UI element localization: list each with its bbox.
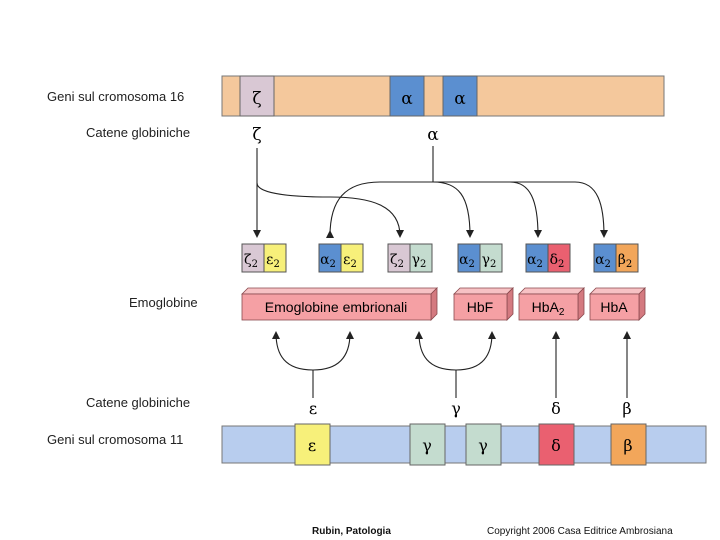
svg-text:ε2: ε2 — [266, 252, 280, 270]
chr16-gene-zeta-symbol: ζ — [252, 89, 261, 109]
chr11-gene-epsilon: ε — [294, 423, 331, 466]
hemoglobin-hbf-label: HbF — [467, 299, 493, 315]
arrow-zeta-to-zeta-gamma — [329, 196, 404, 238]
label-globin-chains-bottom: Catene globiniche — [86, 395, 191, 410]
globin-dimers: ζ2 ε2 α2 ε2 ζ2 γ2 α2 γ2 α2 δ2 — [241, 243, 639, 273]
arrow-alpha-to-alpha-beta — [329, 181, 608, 238]
svg-text:α2: α2 — [459, 252, 475, 270]
hemoglobin-hba-label: HbA — [600, 299, 628, 315]
arrow-gamma-right — [455, 331, 496, 371]
svg-text:γ2: γ2 — [482, 252, 497, 270]
top-chain-zeta: ζ — [252, 125, 261, 145]
arrow-alpha-to-alpha-delta — [470, 181, 542, 238]
chr11-gene-gamma-a: γ — [465, 423, 502, 466]
dimer-zeta2-epsilon2: ζ2 ε2 — [241, 243, 287, 273]
hemoglobin-hba: HbA — [589, 287, 646, 321]
svg-text:ζ2: ζ2 — [244, 252, 258, 270]
chr11-gene-beta-symbol: β — [623, 436, 632, 455]
chr16-gene-zeta: ζ — [239, 75, 275, 117]
chr11-gene-gamma-a-symbol: γ — [478, 436, 488, 455]
chr11-gene-delta-symbol: δ — [551, 436, 561, 455]
hemoglobin-embryonic-label: Emoglobine embrionali — [265, 299, 407, 315]
svg-text:α2: α2 — [527, 252, 543, 270]
bottom-chain-beta: β — [622, 399, 631, 418]
dimer-alpha2-delta2: α2 δ2 — [525, 243, 571, 273]
dimer-zeta2-gamma2: ζ2 γ2 — [387, 243, 433, 273]
svg-text:β2: β2 — [618, 252, 632, 270]
top-connectors — [253, 146, 608, 238]
dimer-alpha2-beta2: α2 β2 — [593, 243, 639, 273]
svg-text:α2: α2 — [320, 252, 336, 270]
hemoglobin-hba2: HbA2 — [518, 287, 585, 321]
chr11-gene-epsilon-symbol: ε — [308, 436, 316, 455]
dimer-alpha2-gamma2: α2 γ2 — [457, 243, 503, 273]
hemoglobin-hbf: HbF — [453, 287, 514, 321]
svg-text:ε2: ε2 — [343, 252, 357, 270]
bottom-chain-delta: δ — [551, 399, 561, 418]
chr11-gene-gamma-g: γ — [409, 423, 446, 466]
bottom-connectors — [272, 331, 631, 398]
label-chromosome-16: Geni sul cromosoma 16 — [47, 89, 185, 104]
chr11-gene-beta: β — [610, 423, 647, 466]
top-chain-alpha: α — [427, 125, 439, 145]
arrow-epsilon-left — [272, 331, 314, 371]
label-hemoglobins: Emoglobine — [129, 295, 198, 310]
footer-copyright: Copyright 2006 Casa Editrice Ambrosiana — [487, 526, 673, 537]
arrow-gamma-left — [415, 331, 457, 371]
svg-text:ζ2: ζ2 — [390, 252, 404, 270]
hemoglobin-embryonic: Emoglobine embrionali — [241, 287, 438, 321]
svg-text:γ2: γ2 — [412, 252, 427, 270]
chr16-gene-alpha-2-symbol: α — [401, 89, 413, 109]
label-globin-chains-top: Catene globiniche — [86, 125, 191, 140]
svg-text:δ2: δ2 — [550, 252, 565, 270]
line-zeta-split — [256, 182, 331, 198]
chr16-gene-alpha-1-symbol: α — [454, 89, 466, 109]
svg-text:α2: α2 — [595, 252, 611, 270]
dimer-alpha2-epsilon2: α2 ε2 — [318, 243, 364, 273]
bottom-chain-epsilon: ε — [309, 399, 317, 418]
chr16-gene-alpha-2: α — [389, 75, 425, 117]
bottom-chain-gamma: γ — [451, 399, 461, 418]
label-chromosome-11: Geni sul cromosoma 11 — [47, 432, 184, 447]
arrow-alpha-to-alpha-gamma — [432, 181, 474, 238]
chr11-gene-delta: δ — [538, 423, 575, 466]
hemoglobin-hba2-label: HbA2 — [532, 299, 565, 318]
arrow-epsilon-right — [312, 331, 354, 371]
footer-book-title: Rubin, Patologia — [312, 526, 391, 537]
chr11-gene-gamma-g-symbol: γ — [422, 436, 432, 455]
chr16-gene-alpha-1: α — [442, 75, 478, 117]
